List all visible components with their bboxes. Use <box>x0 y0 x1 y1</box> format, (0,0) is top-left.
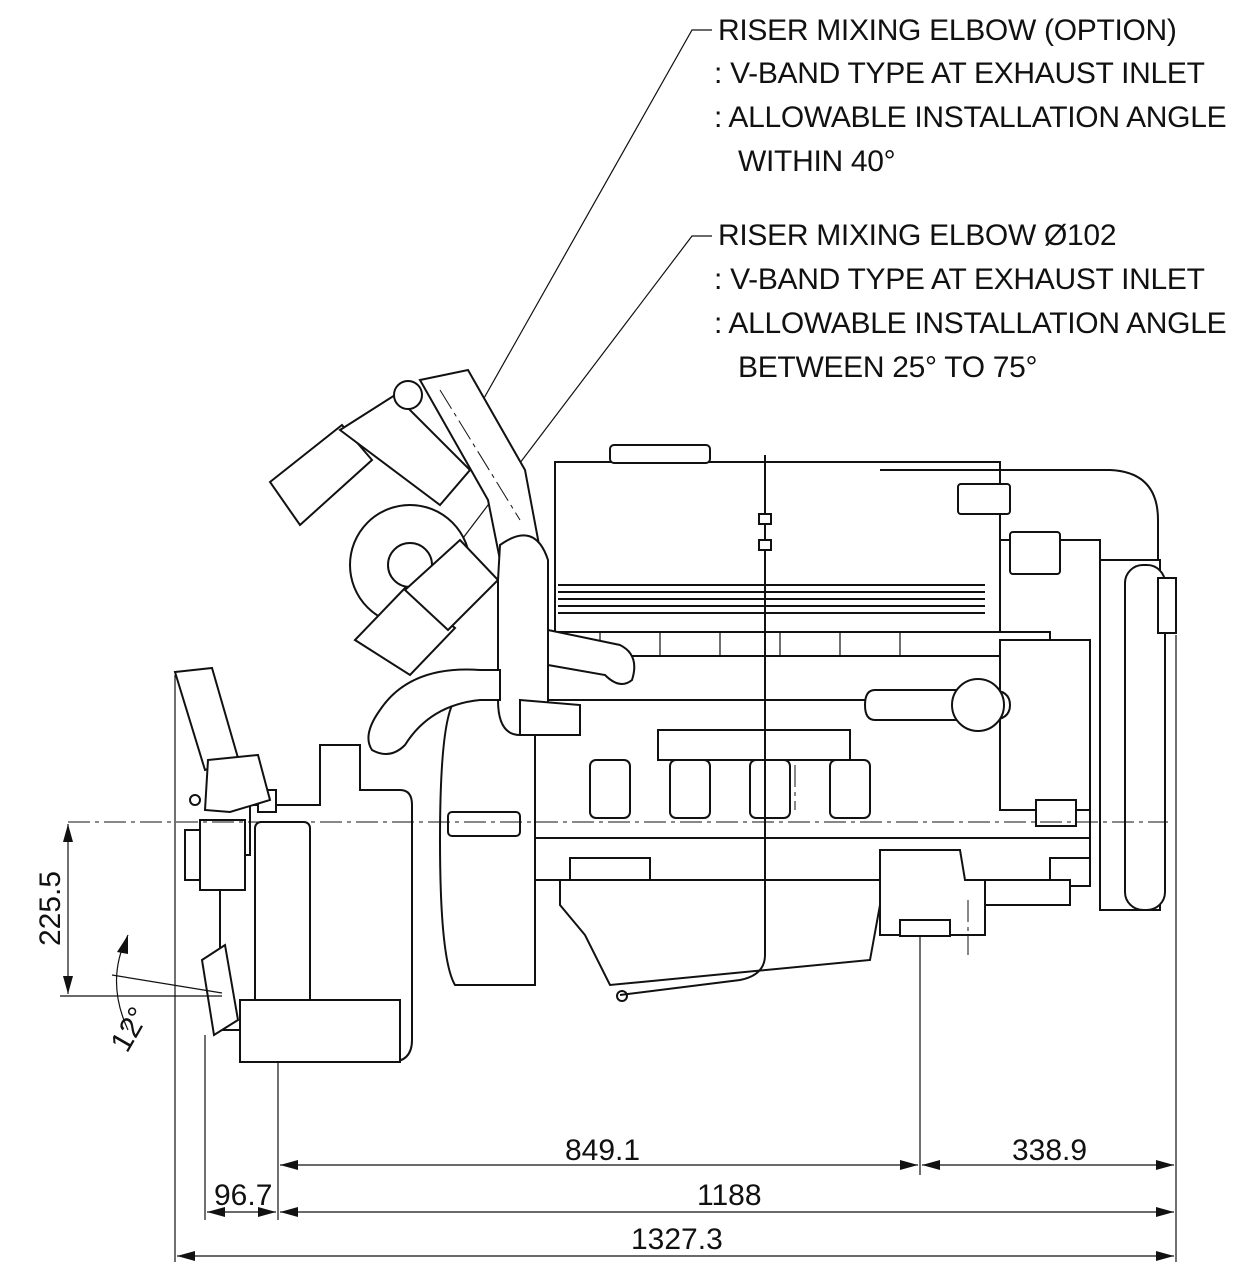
gearbox-output-housing <box>254 821 311 1023</box>
elbow-option-clamp <box>393 380 423 410</box>
dipstick-clip-1 <box>758 513 772 525</box>
control-lever-base <box>203 753 272 814</box>
elbow-102-line2: : ALLOWABLE INSTALLATION ANGLE <box>714 307 1226 340</box>
intake-manifold <box>657 729 851 761</box>
output-shaft <box>199 819 246 891</box>
exhaust-hose <box>367 668 501 755</box>
gearbox-base <box>239 999 401 1063</box>
elbow-102-line3: BETWEEN 25° TO 75° <box>738 351 1037 384</box>
elbow-option-outlet <box>268 423 374 527</box>
valve-cover-fins <box>558 584 985 614</box>
flywheel-housing-boss <box>447 811 521 837</box>
coupling-flange-angled <box>200 943 240 1037</box>
raw-water-pump <box>951 678 1005 732</box>
dim-849-label: 849.1 <box>565 1134 640 1167</box>
center-lines <box>68 389 1168 955</box>
water-pump <box>999 639 1091 811</box>
hose-fitting <box>519 698 581 736</box>
flywheel-housing <box>438 699 536 986</box>
dipstick-handle <box>616 990 628 1002</box>
oil-pan <box>559 879 1071 987</box>
coolant-hose-branch <box>547 628 636 685</box>
dim-angle-label: 12° <box>104 1002 155 1058</box>
elbow-centerline <box>439 389 521 521</box>
front-nose <box>1157 577 1177 634</box>
elbow-102-line1: : V-BAND TYPE AT EXHAUST INLET <box>714 263 1205 296</box>
leader-option <box>465 29 712 431</box>
elbow-option-line3: WITHIN 40° <box>738 145 895 178</box>
thermostat-housing <box>1009 531 1061 575</box>
dipstick <box>619 455 766 996</box>
engine-outline <box>173 368 1177 1063</box>
angle-ray <box>111 974 223 994</box>
dim-1188-label: 1188 <box>697 1179 762 1212</box>
dimension-lines <box>60 635 1177 1262</box>
lever-pivot <box>189 794 201 806</box>
front-mount-bracket <box>879 849 986 936</box>
elbow-102-title: RISER MIXING ELBOW Ø102 <box>718 219 1116 252</box>
coupling-flange-face <box>184 829 201 881</box>
pressure-cap <box>957 483 1011 515</box>
heat-exchanger-tank <box>880 469 1159 561</box>
elbow-option-line1: : V-BAND TYPE AT EXHAUST INLET <box>714 57 1205 90</box>
elbow-option-bend <box>338 393 472 507</box>
front-pulley <box>1124 564 1166 911</box>
dim-338-label: 338.9 <box>1012 1134 1087 1167</box>
dim-height-label: 225.5 <box>34 871 67 946</box>
front-mount-pad <box>899 919 951 937</box>
oil-filler-cap <box>609 444 711 464</box>
annotation-elbow-102: RISER MIXING ELBOW Ø102 : V-BAND TYPE AT… <box>714 219 1227 384</box>
dipstick-clip-2 <box>758 539 772 551</box>
annotation-elbow-option: RISER MIXING ELBOW (OPTION) : V-BAND TYP… <box>714 14 1227 178</box>
dim-1327-label: 1327.3 <box>631 1223 723 1256</box>
control-lever <box>173 666 240 772</box>
block-bosses <box>589 759 871 819</box>
elbow-option-line2: : ALLOWABLE INSTALLATION ANGLE <box>714 101 1226 134</box>
dim-96-label: 96.7 <box>214 1179 272 1212</box>
elbow-option-title: RISER MIXING ELBOW (OPTION) <box>718 14 1177 47</box>
